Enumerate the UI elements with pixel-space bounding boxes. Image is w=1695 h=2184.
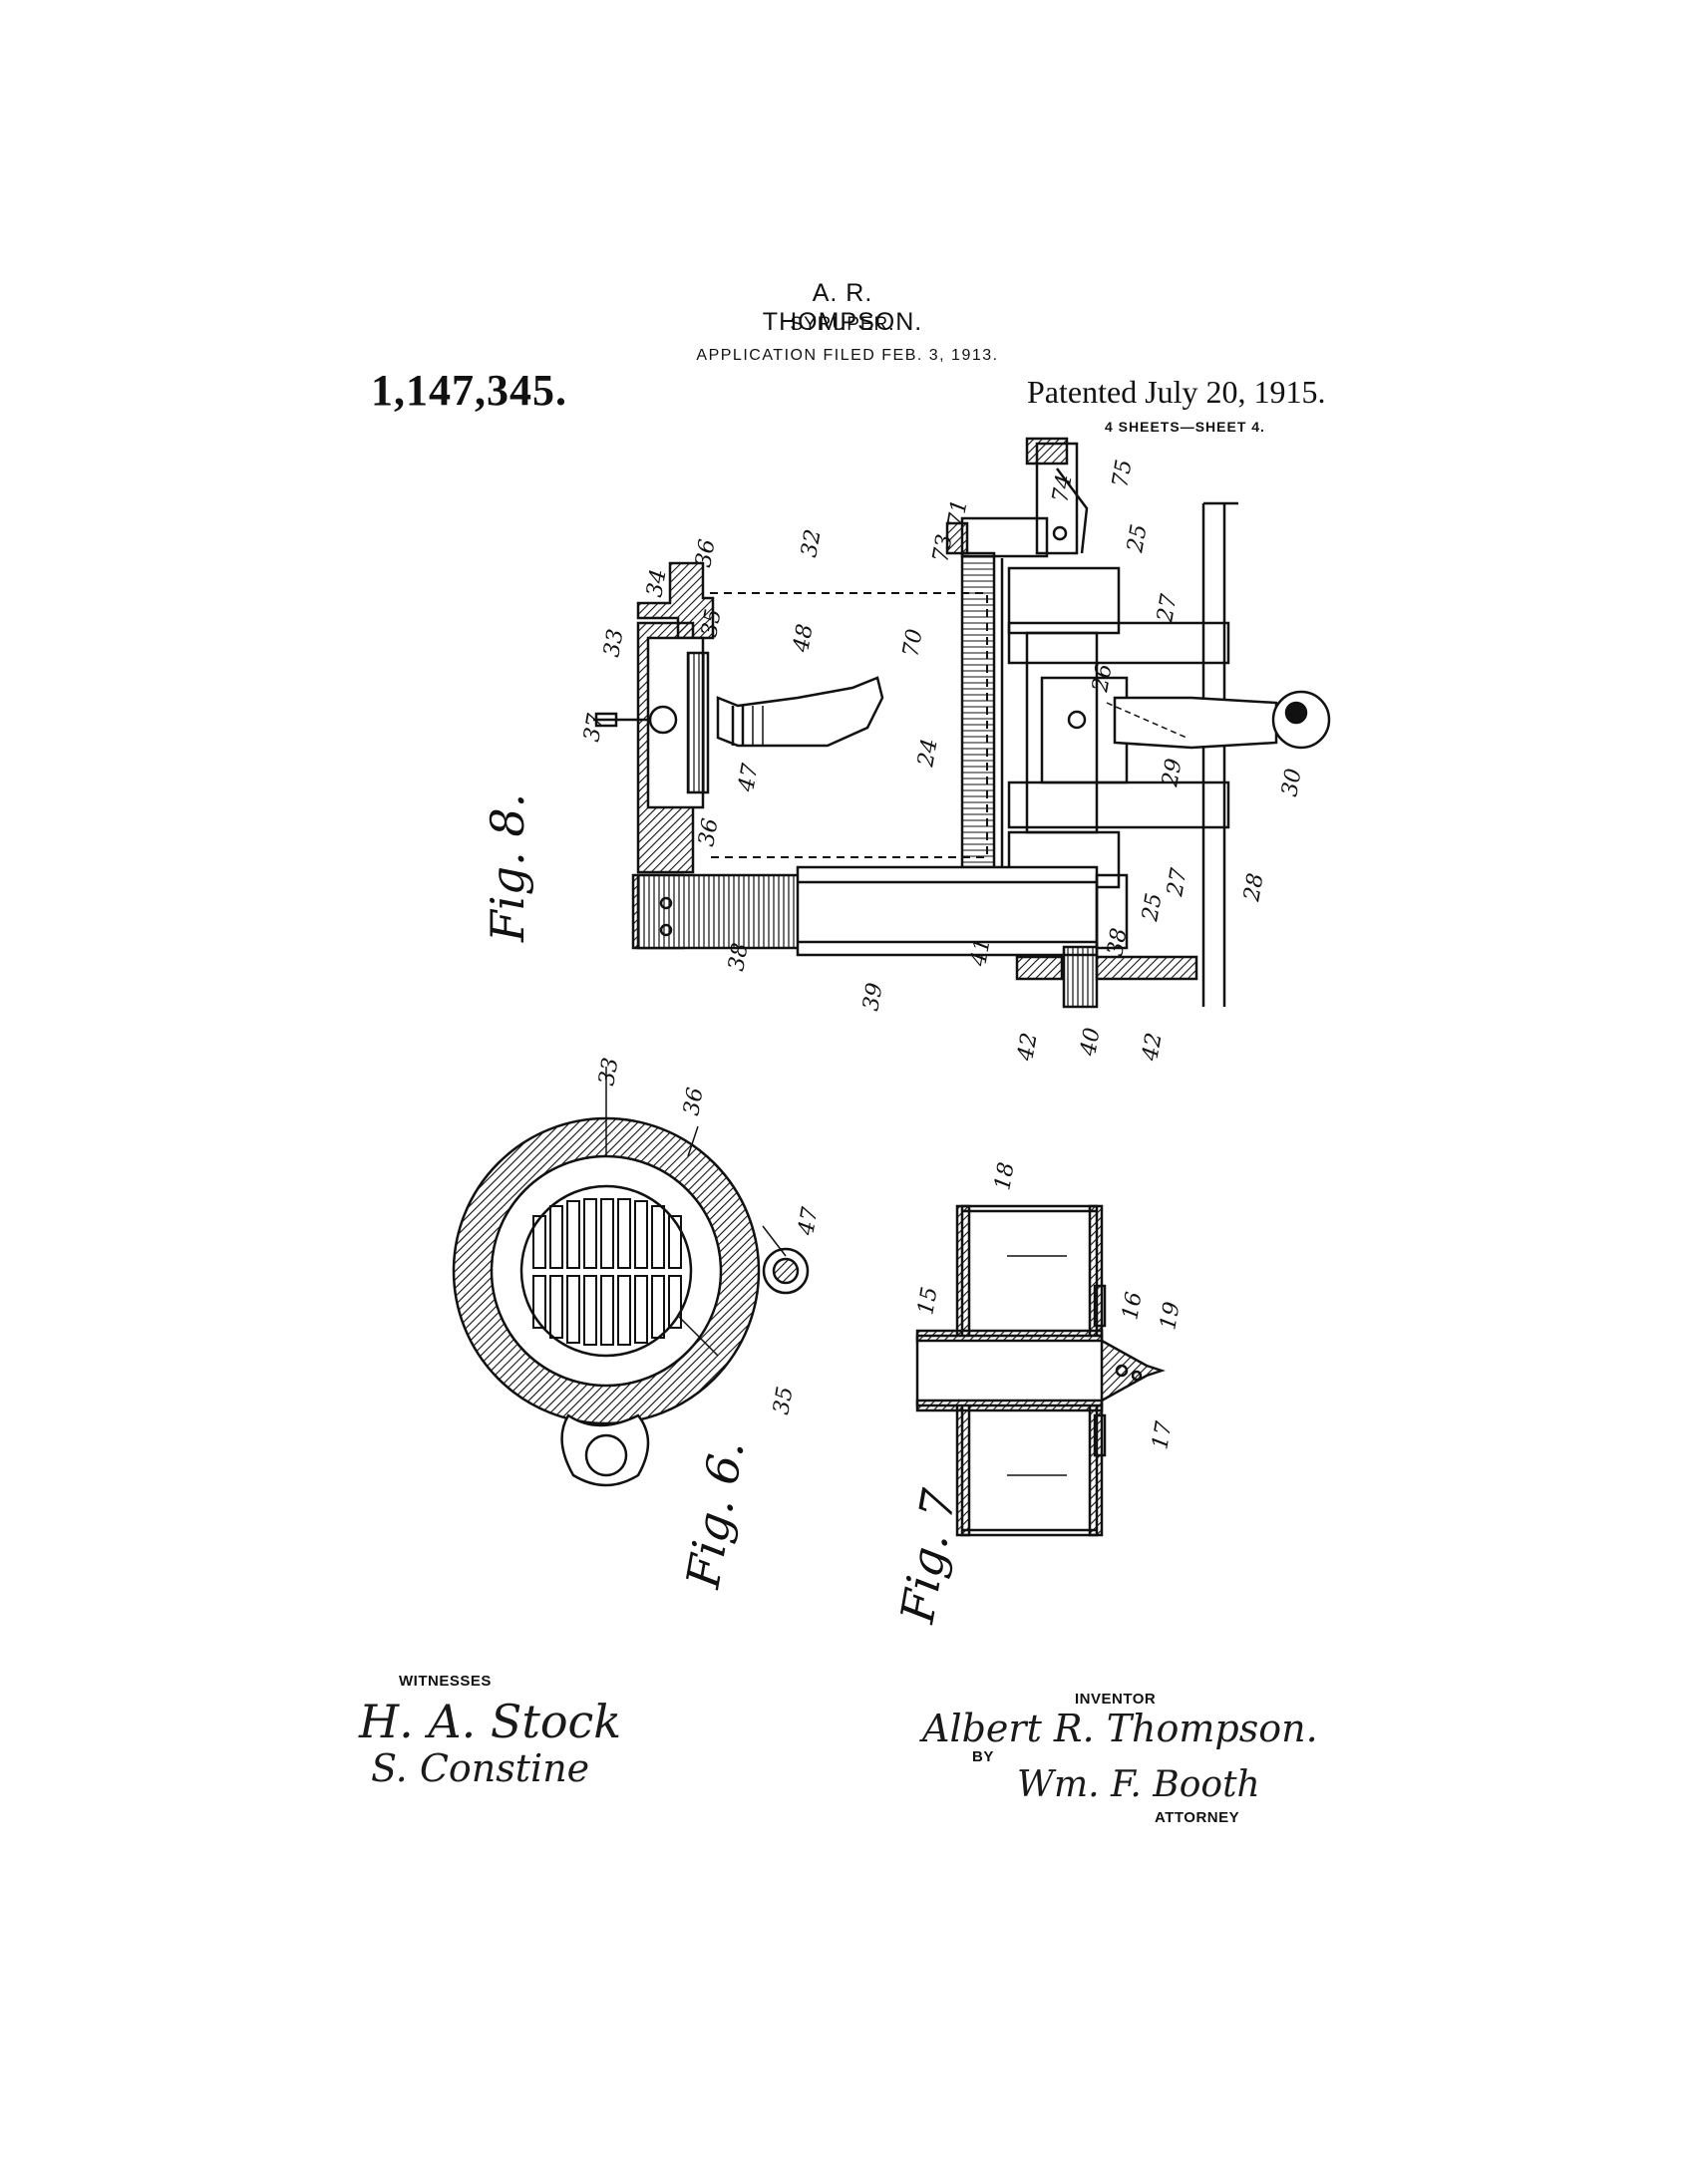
svg-text:47: 47 (794, 1205, 824, 1238)
inventor-name: A. R. THOMPSON. (762, 279, 923, 336)
svg-text:34: 34 (642, 567, 671, 599)
svg-text:74: 74 (1048, 472, 1077, 504)
patent-title: SYRUPER. (790, 314, 895, 335)
svg-text:33: 33 (599, 627, 628, 659)
svg-text:26: 26 (1088, 662, 1118, 695)
svg-text:33: 33 (594, 1056, 623, 1088)
svg-text:70: 70 (898, 627, 927, 659)
svg-text:16: 16 (1118, 1290, 1147, 1322)
svg-text:15: 15 (913, 1285, 942, 1317)
witnesses-label: WITNESSES (399, 1673, 492, 1690)
svg-text:30: 30 (1277, 767, 1306, 798)
svg-text:38: 38 (1103, 926, 1132, 958)
inventor-label: INVENTOR (1075, 1691, 1157, 1708)
figure-6: Fig. 6. 33 36 47 35 (452, 1056, 824, 1593)
figure-7: Fig. 7 18 15 16 19 17 (889, 1160, 1185, 1628)
svg-text:25: 25 (1138, 891, 1168, 924)
svg-text:37: 37 (579, 712, 608, 744)
svg-text:38: 38 (724, 941, 753, 973)
svg-text:27: 27 (1153, 592, 1183, 625)
svg-text:48: 48 (789, 622, 819, 655)
svg-text:42: 42 (1013, 1031, 1043, 1064)
attorney-label: ATTORNEY (1155, 1809, 1240, 1826)
witness-signature-1: H. A. Stock (359, 1695, 622, 1748)
svg-text:17: 17 (1148, 1419, 1177, 1451)
by-label: BY (972, 1748, 994, 1765)
patented-date: Patented July 20, 1915. (1027, 374, 1326, 410)
svg-text:41: 41 (966, 936, 996, 969)
filing-date: APPLICATION FILED FEB. 3, 1913. (696, 347, 999, 364)
witness-signature-2: S. Constine (371, 1746, 590, 1790)
svg-text:36: 36 (691, 537, 720, 569)
svg-text:42: 42 (1138, 1031, 1168, 1064)
svg-text:18: 18 (990, 1160, 1019, 1192)
sheet-count: 4 SHEETS—SHEET 4. (1105, 419, 1265, 435)
attorney-signature: Wm. F. Booth (1017, 1764, 1260, 1805)
svg-text:27: 27 (1163, 866, 1192, 899)
fig7-label: Fig. 7 (889, 1484, 966, 1628)
inventor-signature: Albert R. Thompson. (922, 1707, 1318, 1750)
svg-text:32: 32 (797, 527, 826, 559)
svg-text:25: 25 (1123, 522, 1153, 555)
svg-text:40: 40 (1076, 1026, 1106, 1059)
svg-text:36: 36 (679, 1086, 708, 1117)
svg-text:73: 73 (928, 532, 957, 564)
svg-text:39: 39 (858, 981, 887, 1013)
figure-8: Fig. 8. 34 36 32 33 35 37 47 48 36 70 24… (481, 437, 1331, 1064)
fig8-label: Fig. 8. (481, 793, 534, 943)
svg-text:29: 29 (1158, 757, 1187, 789)
svg-text:36: 36 (694, 816, 723, 848)
svg-text:47: 47 (734, 762, 764, 794)
svg-text:75: 75 (1108, 458, 1137, 489)
svg-text:19: 19 (1156, 1300, 1185, 1332)
svg-text:24: 24 (913, 737, 943, 770)
patent-number: 1,147,345. (371, 366, 567, 415)
svg-text:35: 35 (697, 607, 726, 639)
svg-text:35: 35 (769, 1385, 798, 1416)
svg-text:71: 71 (943, 497, 972, 529)
svg-text:28: 28 (1239, 871, 1269, 904)
fig6-label: Fig. 6. (675, 1436, 754, 1593)
